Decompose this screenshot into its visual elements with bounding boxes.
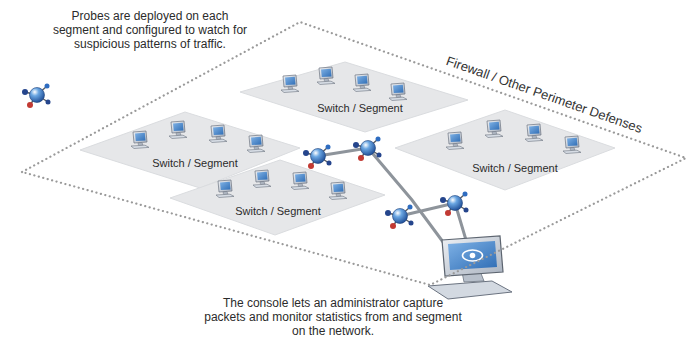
note-box: The console lets an administrator captur…	[202, 296, 464, 338]
note-text: Probes are deployed on each segment and …	[50, 9, 250, 51]
eye-pupil	[470, 253, 476, 259]
segment-shape	[395, 110, 615, 190]
console-monitor	[442, 236, 503, 276]
console-computer	[428, 236, 512, 299]
probe-icon	[303, 145, 332, 170]
segment-label: Switch / Segment	[317, 102, 403, 115]
probe-icon	[353, 137, 382, 162]
segment-platform	[395, 110, 615, 190]
network-segment: Switch / Segment	[240, 62, 468, 132]
segment-label: Switch / Segment	[472, 162, 558, 175]
console-screen	[448, 241, 497, 270]
workstation-icon	[317, 67, 335, 85]
segment-shape	[170, 160, 385, 235]
workstation-icon	[446, 132, 464, 150]
workstation-icon	[216, 180, 234, 198]
network-segment: Switch / Segment	[170, 160, 385, 235]
segment-platform	[240, 62, 468, 132]
segment-label: Switch / Segment	[235, 205, 321, 218]
dotted-perimeter	[22, 22, 686, 285]
workstation-icon	[247, 135, 265, 153]
workstation-icon	[389, 83, 407, 101]
segment-label: Switch / Segment	[152, 157, 238, 170]
workstation-icon	[485, 120, 503, 138]
workstation-icon	[169, 121, 187, 139]
probe-icon	[22, 84, 51, 109]
workstation-icon	[131, 131, 149, 149]
network-segment: Switch / Segment	[395, 110, 615, 190]
workstation-icon	[563, 136, 581, 154]
eye-icon	[463, 250, 483, 261]
workstation-icon	[329, 182, 347, 200]
note-text: The console lets an administrator captur…	[202, 296, 464, 338]
workstation-icon	[525, 124, 543, 142]
workstation-icon	[281, 75, 299, 93]
probe-icon	[385, 205, 414, 230]
workstation-icon	[353, 74, 371, 92]
segment-shape	[240, 62, 468, 132]
workstation-icon	[291, 172, 309, 190]
workstation-icon	[209, 125, 227, 143]
note-box: Probes are deployed on each segment and …	[50, 9, 250, 51]
probe-icon	[440, 192, 469, 217]
segment-platform	[170, 160, 385, 235]
workstation-icon	[253, 170, 271, 188]
segment-platform	[80, 112, 300, 188]
